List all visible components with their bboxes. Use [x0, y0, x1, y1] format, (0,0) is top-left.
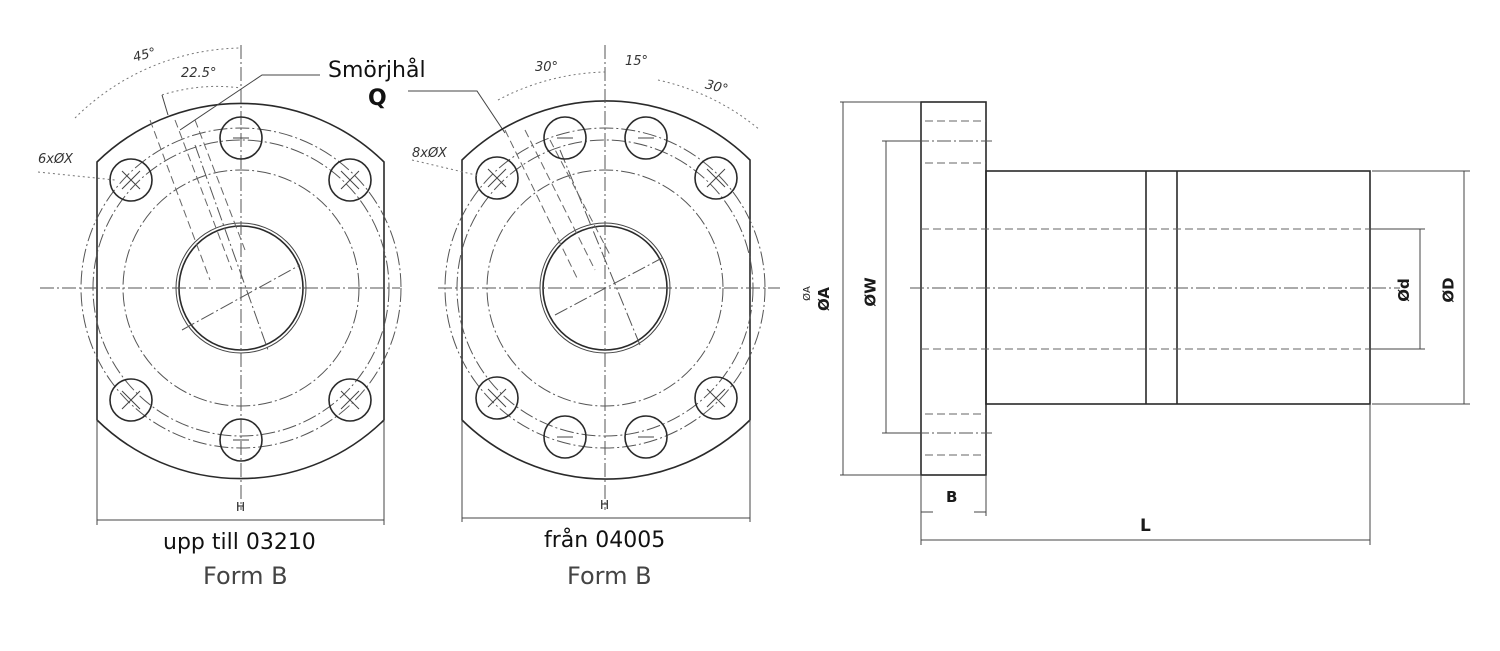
dim-b-label: B	[946, 488, 958, 506]
dim-l-label: L	[1140, 516, 1151, 536]
dim-d-small-label: Ød	[1394, 278, 1413, 302]
dim-h-left: H	[236, 500, 246, 514]
form-middle: Form B	[567, 562, 652, 590]
lube-hole-label: Smörjhål	[328, 58, 426, 83]
dim-w-label: ØW	[861, 277, 880, 307]
front-view-6-holes	[37, 45, 402, 525]
angle-22-5-label: 22.5°	[181, 66, 217, 81]
side-view	[840, 101, 1470, 545]
hole-count-6-label: 6xØX	[38, 152, 73, 167]
dim-h-middle: H	[600, 498, 610, 512]
form-left: Form B	[203, 562, 288, 590]
dim-d-large-label: ØD	[1439, 277, 1458, 303]
angle-30-left-label: 30°	[535, 60, 559, 75]
dim-a-small-label: ØA	[801, 286, 813, 301]
angle-15-label: 15°	[625, 54, 649, 69]
caption-middle: från 04005	[544, 528, 666, 553]
dim-a-label: ØA	[815, 286, 834, 312]
caption-left: upp till 03210	[163, 530, 316, 555]
hole-count-8-label: 8xØX	[412, 146, 447, 161]
front-view-8-holes	[411, 45, 780, 522]
lube-hole-code: Q	[368, 86, 387, 111]
